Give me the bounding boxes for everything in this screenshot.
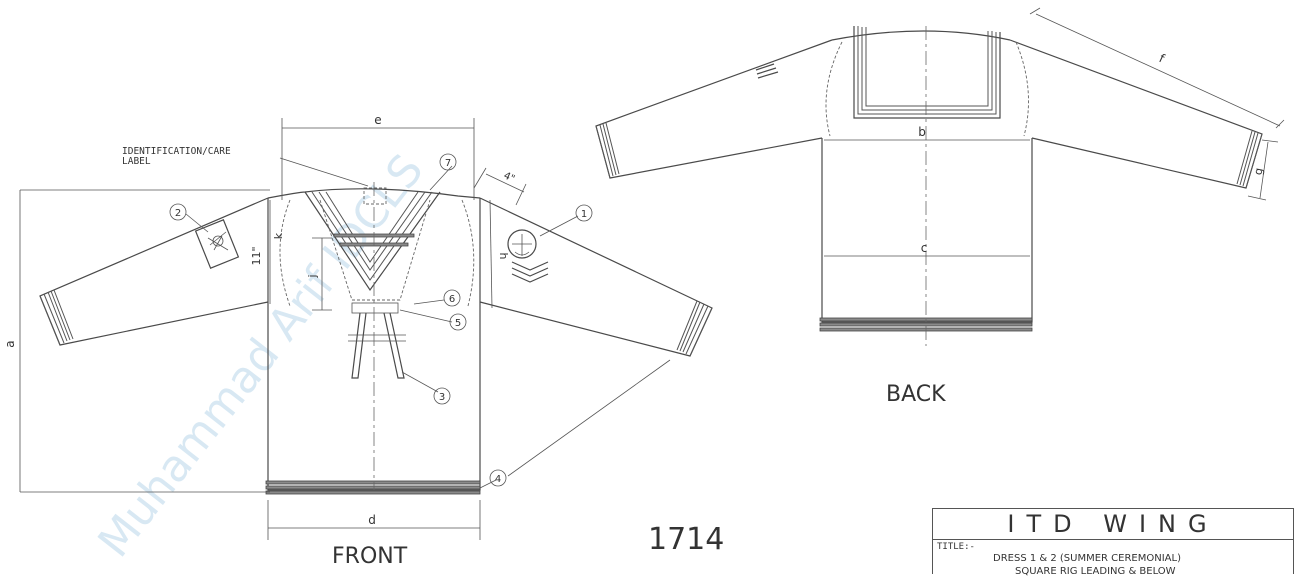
care-label-line2: LABEL: [122, 156, 151, 167]
callout-4: 4: [489, 469, 507, 487]
care-label-annotation: IDENTIFICATION/CARE LABEL: [122, 147, 231, 167]
drawing-number: 1714: [648, 522, 725, 557]
title-block-header: ITD WING: [933, 509, 1293, 540]
svg-text:3: 3: [439, 392, 445, 403]
dim-e-label: e: [374, 113, 381, 127]
dim-g-label: g: [1252, 167, 1266, 176]
title-block-line2: SQUARE RIG LEADING & BELOW: [1015, 566, 1176, 577]
callout-3: 3: [433, 387, 451, 405]
back-view-caption: BACK: [886, 382, 946, 407]
right-sleeve-badge: [507, 229, 549, 283]
dim-f-label: f: [1157, 51, 1167, 66]
dim-d-label: d: [368, 513, 376, 527]
dim-b-label: b: [918, 125, 926, 139]
watermark: Muhammad Arif IDCLS: [88, 145, 433, 567]
care-label-line1: IDENTIFICATION/CARE: [122, 146, 231, 157]
dim-c-label: c: [921, 241, 928, 255]
svg-text:5: 5: [455, 318, 461, 329]
callout-7: 7: [439, 153, 457, 171]
callout-5: 5: [449, 313, 467, 331]
callout-1: 1: [575, 204, 593, 222]
title-block: ITD WING TITLE:- DRESS 1 & 2 (SUMMER CER…: [932, 508, 1294, 577]
dim-h-label: h: [497, 253, 510, 260]
back-view: [595, 7, 1285, 346]
dim-a-label: a: [3, 340, 17, 347]
svg-text:7: 7: [445, 158, 451, 169]
dim-4in-label: 4": [502, 170, 517, 185]
dim-k-label: k: [272, 232, 285, 239]
svg-text:6: 6: [449, 294, 455, 305]
left-sleeve-badge: [194, 219, 240, 269]
dim-j-label: j: [306, 274, 319, 278]
title-block-label: TITLE:-: [937, 542, 975, 552]
callout-2: 2: [169, 203, 187, 221]
svg-text:2: 2: [175, 208, 181, 219]
callout-6: 6: [443, 289, 461, 307]
svg-text:1: 1: [581, 209, 587, 220]
front-view: [19, 118, 713, 540]
title-block-line1: DRESS 1 & 2 (SUMMER CEREMONIAL): [993, 553, 1181, 564]
front-view-caption: FRONT: [332, 544, 408, 569]
dim-11in-label: 11": [250, 246, 263, 265]
svg-text:4: 4: [495, 474, 501, 485]
